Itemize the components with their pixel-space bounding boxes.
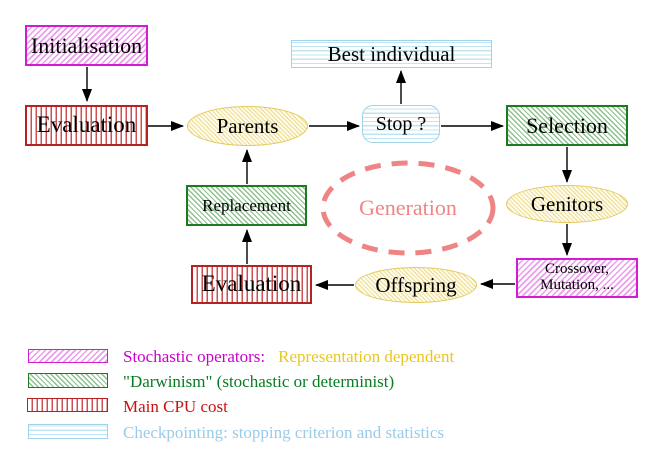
legend-swatch-checkpointing <box>28 424 108 439</box>
legend-swatch-darwinism <box>28 373 108 388</box>
legend-swatch-stochastic-operators <box>28 349 108 363</box>
node-best-individual-label: Best individual <box>327 41 456 66</box>
legend-label-checkpointing: Checkpointing: stopping criterion and st… <box>123 423 445 442</box>
node-initialisation: Initialisation <box>25 25 148 66</box>
node-crossover-line1: Crossover, <box>545 261 609 278</box>
node-offspring: Offspring <box>355 267 477 303</box>
legend-swatch-cpu-cost <box>27 398 108 412</box>
generation-label: Generation <box>359 195 457 221</box>
node-replacement: Replacement <box>186 185 307 226</box>
node-genitors: Genitors <box>506 185 628 223</box>
node-selection-label: Selection <box>526 112 608 138</box>
node-crossover-mutation: Crossover, Mutation, ... <box>516 258 638 298</box>
node-crossover-line2: Mutation, ... <box>540 277 614 293</box>
node-parents: Parents <box>187 106 308 146</box>
node-evaluation-bottom: Evaluation <box>191 265 312 304</box>
legend-label-stochastic-operators: Stochastic operators:Representation depe… <box>123 347 455 366</box>
node-stop: Stop ? <box>362 105 440 143</box>
legend-label-representation-dependent: Representation dependent <box>278 347 455 366</box>
legend-label-cpu-cost: Main CPU cost <box>123 397 228 416</box>
node-parents-label: Parents <box>216 113 279 138</box>
node-selection: Selection <box>506 105 628 146</box>
node-initialisation-label: Initialisation <box>30 32 143 58</box>
node-replacement-label: Replacement <box>202 195 291 215</box>
node-evaluation-bottom-label: Evaluation <box>201 271 302 297</box>
node-genitors-label: Genitors <box>530 191 604 216</box>
node-offspring-label: Offspring <box>375 272 457 297</box>
node-evaluation-top-label: Evaluation <box>36 112 137 138</box>
node-evaluation-top: Evaluation <box>25 105 148 146</box>
node-best-individual: Best individual <box>291 40 492 68</box>
legend-label-darwinism: "Darwinism" (stochastic or determinist) <box>123 372 395 391</box>
node-stop-label: Stop ? <box>375 112 427 135</box>
